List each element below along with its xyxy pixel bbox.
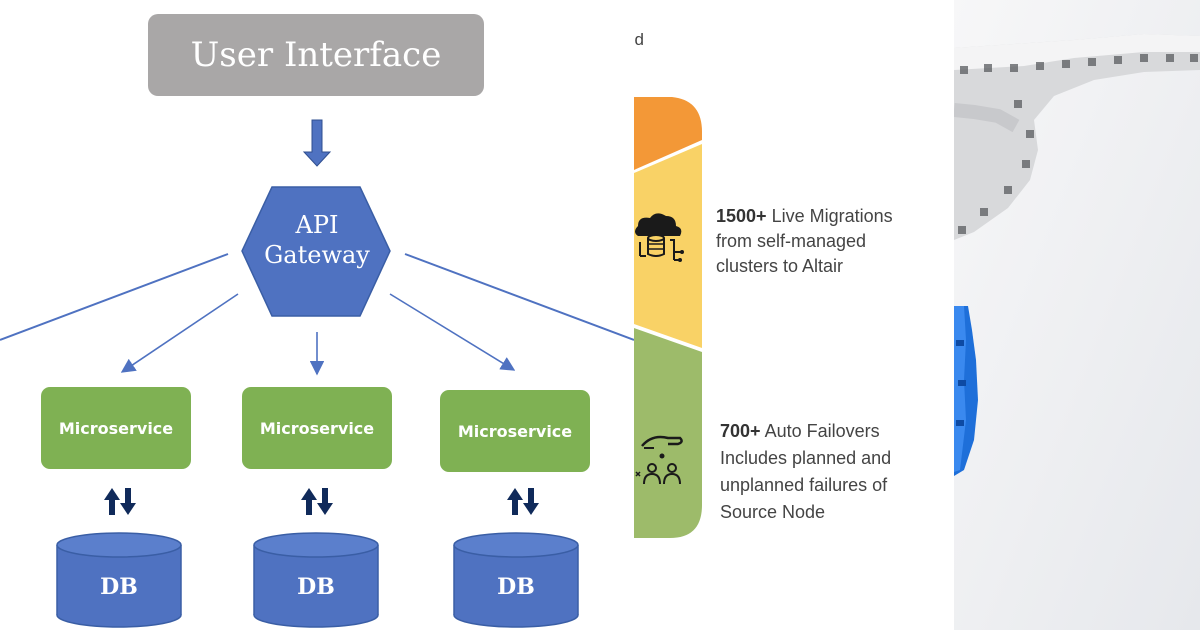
microservices-diagram: User Interface API Gateway Microservice … [0, 14, 634, 628]
blue-puzzle-piece-icon [954, 306, 978, 476]
cloud-database-icon [635, 213, 684, 262]
hand-people-icon [635, 435, 683, 485]
gateway-label-line-1: API [295, 211, 339, 239]
microservice-box-1: Microservice [41, 387, 191, 469]
api-gateway-label: API Gateway [244, 210, 390, 270]
sync-arrows-1 [104, 488, 136, 515]
microservice-label-2: Microservice [259, 418, 375, 438]
db-label-3: DB [497, 574, 535, 600]
auto-failovers-stat: 700+ Auto Failovers Includes planned and… [720, 418, 950, 526]
migrations-title: Live Migrations [771, 206, 893, 226]
connector-far-right [404, 253, 634, 341]
live-migrations-stat: 1500+ Live Migrations from self-managed … [716, 204, 946, 279]
migrations-line-3: clusters to Altair [716, 256, 844, 276]
ui-to-gateway-arrow [302, 119, 332, 167]
migrations-count: 1500+ [716, 206, 767, 226]
db-label-2: DB [297, 574, 335, 600]
sync-arrows-2 [301, 488, 333, 515]
user-interface-label: User Interface [190, 35, 442, 75]
failovers-title: Auto Failovers [764, 421, 880, 441]
arrow-to-microservice-3 [389, 293, 516, 371]
arrow-to-microservice-1 [120, 293, 239, 373]
failovers-line-4: Source Node [720, 502, 826, 522]
db-cylinder-3 [453, 532, 579, 628]
microservice-box-2: Microservice [242, 387, 392, 469]
failovers-line-3: unplanned failures of [720, 475, 888, 495]
microservice-label-1: Microservice [58, 418, 174, 438]
db-cylinder-1 [56, 532, 182, 628]
user-interface-box: User Interface [148, 14, 484, 96]
gateway-label-line-2: Gateway [264, 241, 370, 269]
white-puzzle-chain-icon [954, 34, 1200, 240]
puzzle-photo [954, 0, 1200, 630]
failovers-line-2: Includes planned and [720, 448, 892, 468]
api-gateway-hexagon [241, 186, 391, 317]
migrations-line-2: from self-managed [716, 231, 867, 251]
db-label-1: DB [100, 574, 138, 600]
connector-far-left [0, 253, 229, 341]
stats-color-band [634, 97, 702, 538]
stats-panel: ed 1500+ Live Migra [634, 0, 954, 630]
yellow-band-segment [634, 144, 702, 348]
puzzle-illustration [954, 0, 1200, 630]
orange-band-segment [634, 97, 702, 170]
cropped-heading-text: ed [634, 30, 644, 49]
sync-arrows-3 [507, 488, 539, 515]
diagram-connectors [0, 119, 634, 628]
microservice-box-3: Microservice [440, 390, 590, 472]
green-band-segment [634, 328, 702, 538]
microservice-label-3: Microservice [457, 421, 573, 441]
failovers-count: 700+ [720, 421, 761, 441]
db-cylinder-2 [253, 532, 379, 628]
